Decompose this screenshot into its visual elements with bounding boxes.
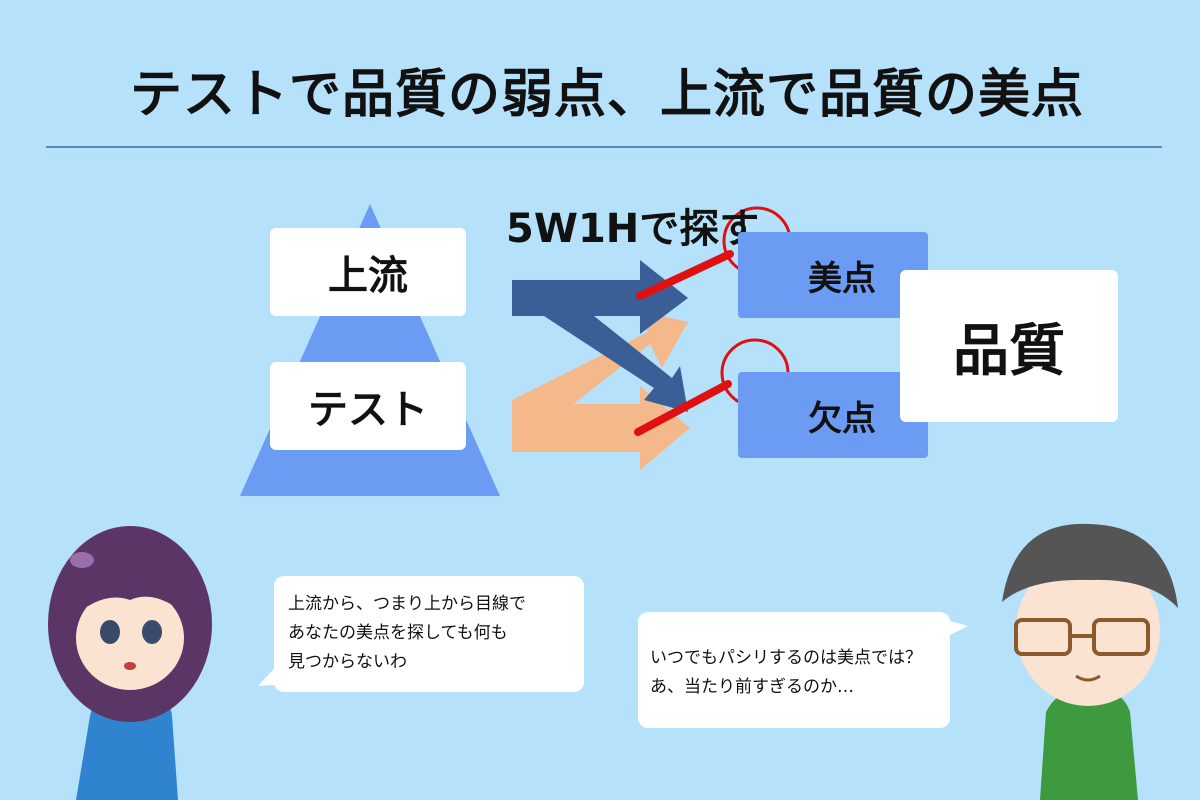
- test-label-box: テスト: [270, 362, 466, 450]
- upstream-label-box: 上流: [270, 228, 466, 316]
- quality-label: 品質: [953, 318, 1065, 384]
- upstream-straight-arrow: [512, 260, 688, 334]
- left-speech-bubble: 上流から、つまり上から目線で あなたの美点を探しても何も 見つからないわ: [274, 576, 584, 692]
- upstream-to-defect-arrow: [544, 316, 688, 412]
- left-bubble-line-1: 上流から、つまり上から目線で: [288, 594, 526, 614]
- test-label: テスト: [308, 387, 428, 433]
- merit-magnifier-handle: [636, 250, 734, 300]
- page-title: テストで品質の弱点、上流で品質の美点: [130, 65, 1085, 125]
- left-bubble-line-2: あなたの美点を探しても何も: [288, 623, 508, 643]
- boy-character: [1002, 523, 1178, 800]
- upstream-label: 上流: [328, 253, 408, 299]
- search-label: 5W1Hで探す: [506, 206, 760, 252]
- right-bubble-line-1: いつでもパシリするのは美点では？: [650, 648, 922, 668]
- girl-character: [48, 526, 212, 800]
- defect-label: 欠点: [808, 398, 876, 439]
- merit-label: 美点: [808, 258, 876, 299]
- left-bubble-line-3: 見つからないわ: [288, 652, 407, 672]
- defect-box: 欠点: [738, 372, 928, 458]
- merit-box: 美点: [738, 232, 928, 318]
- right-speech-bubble: いつでもパシリするのは美点では？ あ、当たり前すぎるのか…: [638, 612, 950, 728]
- right-bubble-line-2: あ、当たり前すぎるのか…: [650, 677, 854, 697]
- quality-box: 品質: [900, 270, 1118, 422]
- defect-magnifier-handle: [634, 380, 732, 436]
- test-straight-arrow: [512, 386, 690, 470]
- title-divider: [46, 146, 1162, 148]
